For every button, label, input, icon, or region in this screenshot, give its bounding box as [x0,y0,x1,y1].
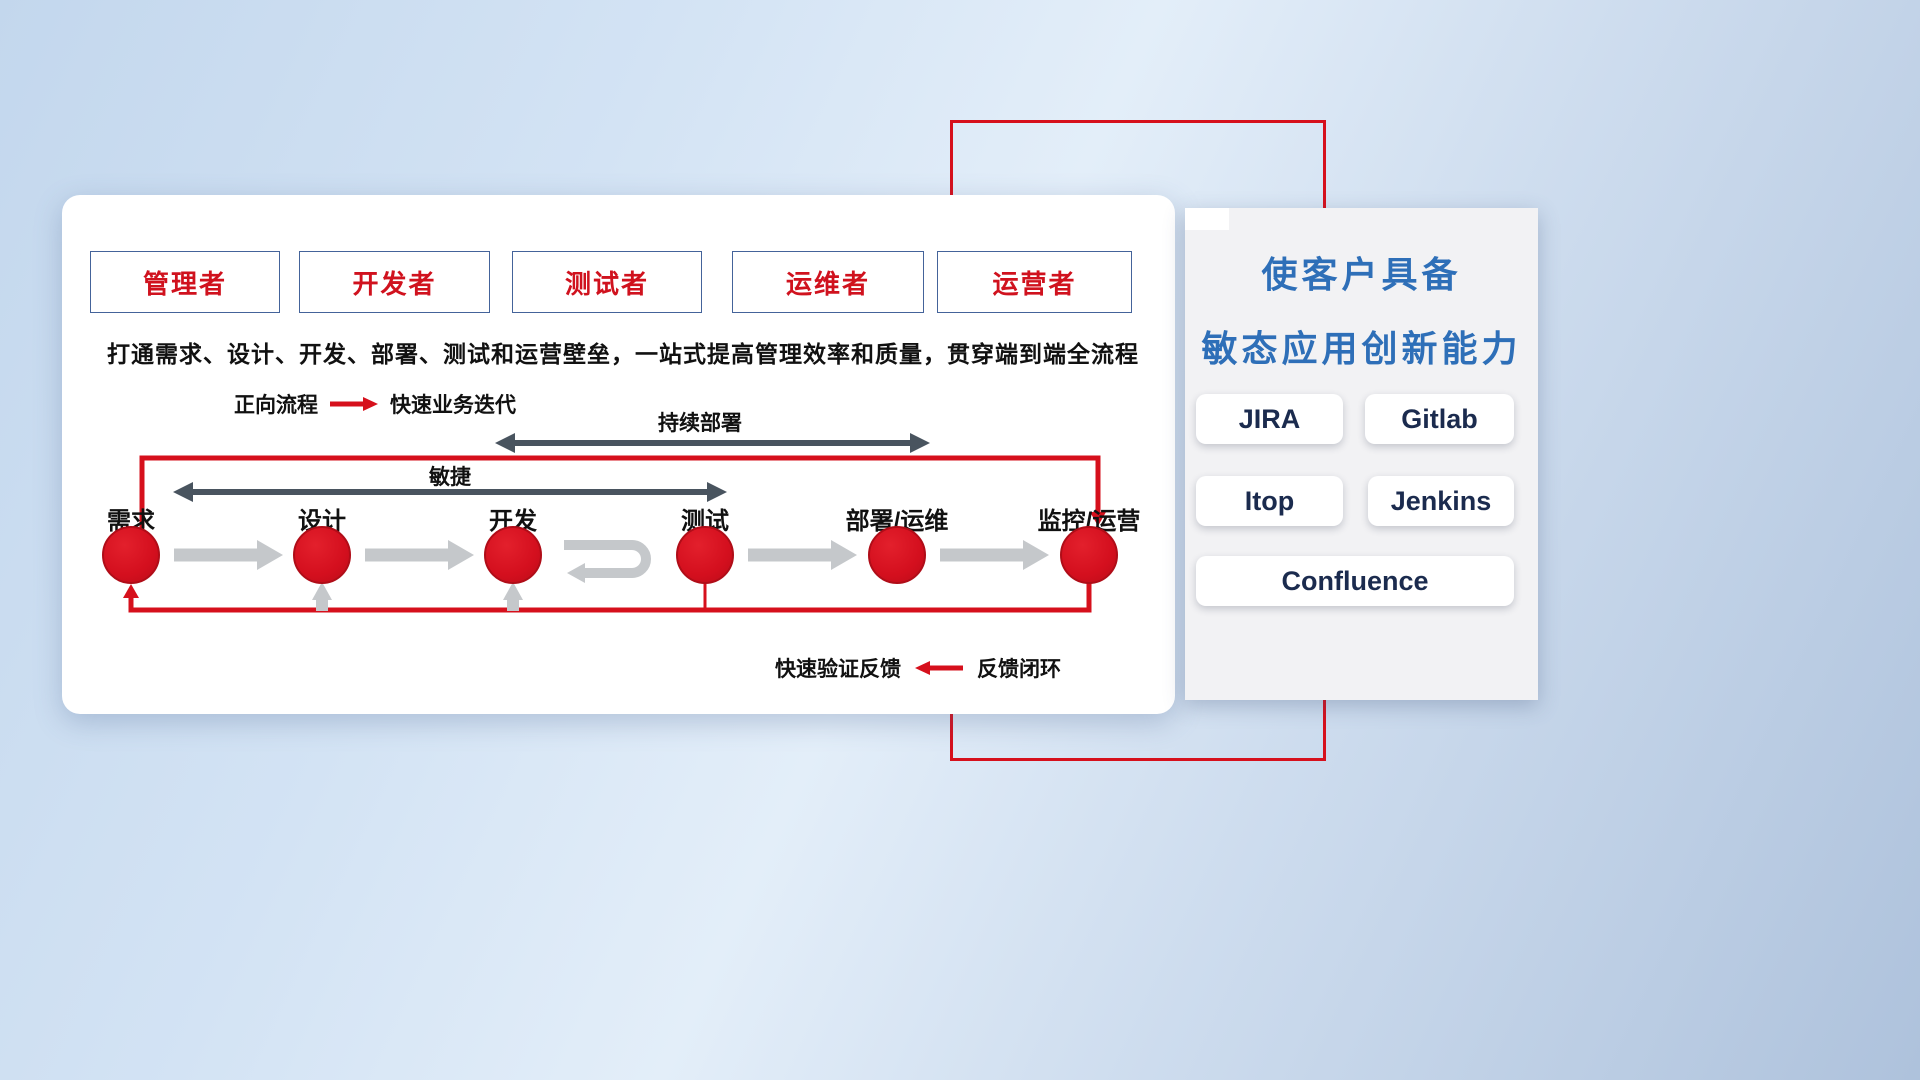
role-box-operator: 运营者 [937,251,1132,313]
card-description: 打通需求、设计、开发、部署、测试和运营壁垒，一站式提高管理效率和质量，贯穿端到端… [107,341,1139,367]
feedback-legend: 快速验证反馈 反馈闭环 [775,653,1061,683]
role-box-tester: 测试者 [512,251,702,313]
stage-node-deploy-ops [868,526,926,584]
feedback-loop-line [123,582,1092,613]
role-label: 测试者 [564,268,649,299]
role-box-developer: 开发者 [299,251,490,313]
tool-chip-jenkins: Jenkins [1368,476,1514,526]
backward-arrow-icon [915,661,963,675]
role-box-ops: 运维者 [732,251,924,313]
agile-label: 敏捷 [429,466,471,489]
forward-flow-value: 快速业务迭代 [390,394,516,417]
panel-corner-accent [1185,208,1229,230]
panel-title-line1: 使客户具备 [1261,254,1462,295]
tool-chip-gitlab: Gitlab [1365,394,1514,444]
forward-arrow-icon [330,397,378,411]
stage-node-development [484,526,542,584]
role-label: 运营者 [992,268,1077,299]
continuous-deploy-label: 持续部署 [658,412,742,435]
forward-flow-legend: 正向流程 快速业务迭代 [234,389,516,419]
stage-node-requirements [102,526,160,584]
stage-node-testing [676,526,734,584]
uturn-arrow-icon [564,540,651,583]
forward-flow-label: 正向流程 [234,394,318,417]
tool-chip-confluence: Confluence [1196,556,1514,606]
tool-chip-itop: Itop [1196,476,1343,526]
stage-node-design [293,526,351,584]
feedback-value: 反馈闭环 [977,658,1061,681]
devops-flow-card: 管理者 开发者 测试者 运维者 运营者 打通需求、设计、开发、部署、测试和运营壁… [62,195,1175,714]
role-box-manager: 管理者 [90,251,280,313]
panel-title-line2: 敏态应用创新能力 [1201,328,1522,369]
feedback-label: 快速验证反馈 [775,658,901,681]
role-label: 运维者 [785,268,870,299]
capability-panel: 使客户具备 敏态应用创新能力 JIRA Gitlab Itop Jenkins … [1185,208,1538,700]
tool-chip-jira: JIRA [1196,394,1343,444]
role-label: 管理者 [142,268,227,299]
role-label: 开发者 [352,268,437,299]
stage-node-monitor-operate [1060,526,1118,584]
